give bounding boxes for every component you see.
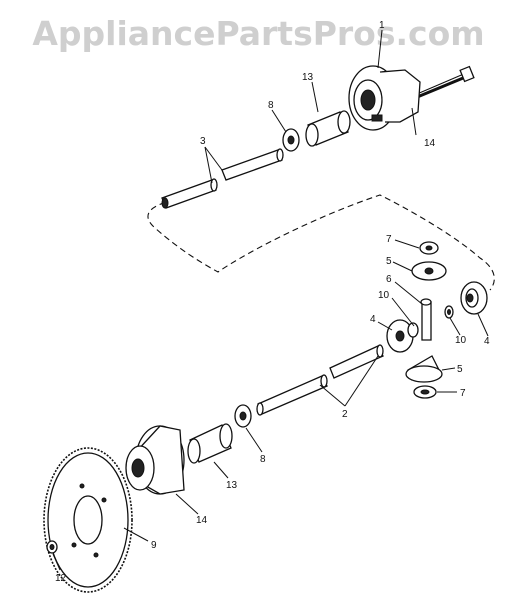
- callout-13-bottom: 13: [226, 480, 238, 491]
- watermark-text: AppliancePartsPros.com: [32, 14, 485, 53]
- bevel-gear-bottom: [405, 355, 443, 383]
- spacer-top: [305, 110, 351, 147]
- callout-14-top: 14: [424, 138, 436, 149]
- shaft-2a: [329, 344, 384, 379]
- hub-housing-bottom: [125, 425, 185, 495]
- spacer-bottom: [187, 423, 233, 464]
- callout-5-top: 5: [386, 256, 392, 267]
- washer-7-bottom: [413, 385, 437, 399]
- sprocket: [43, 447, 133, 593]
- callout-12: 12: [55, 573, 67, 584]
- callout-13-top: 13: [302, 72, 314, 83]
- washer-bottom: [234, 404, 252, 428]
- callout-9: 9: [151, 540, 157, 551]
- leader-lines: [52, 29, 489, 571]
- nut: [46, 540, 58, 554]
- shaft-3b: [161, 178, 218, 209]
- pin-6: [420, 298, 432, 341]
- bevel-gear-left: [386, 319, 419, 353]
- shaft-2b: [256, 374, 328, 416]
- washer-10-right: [444, 305, 454, 319]
- callout-5-bottom: 5: [457, 364, 463, 375]
- callout-1: 1: [379, 20, 385, 31]
- washer-top: [282, 128, 300, 152]
- callout-4-right: 4: [484, 336, 490, 347]
- callout-7-bottom: 7: [460, 388, 466, 399]
- washer-5-top: [411, 261, 447, 281]
- callout-8-top: 8: [268, 100, 274, 111]
- callout-14-bottom: 14: [196, 515, 208, 526]
- callout-3: 3: [200, 136, 206, 147]
- bevel-gear-right: [460, 281, 488, 315]
- callout-6: 6: [386, 274, 392, 285]
- callout-10-left: 10: [378, 290, 390, 301]
- callout-4-left: 4: [370, 314, 376, 325]
- callout-2: 2: [342, 409, 348, 420]
- callout-10-right: 10: [455, 335, 467, 346]
- callout-7-top: 7: [386, 234, 392, 245]
- washer-7-top: [419, 241, 439, 255]
- hub-housing-top: [348, 65, 421, 131]
- assembly-path-dashed: [147, 194, 495, 291]
- shaft-3a: [221, 148, 284, 181]
- callout-8-bottom: 8: [260, 454, 266, 465]
